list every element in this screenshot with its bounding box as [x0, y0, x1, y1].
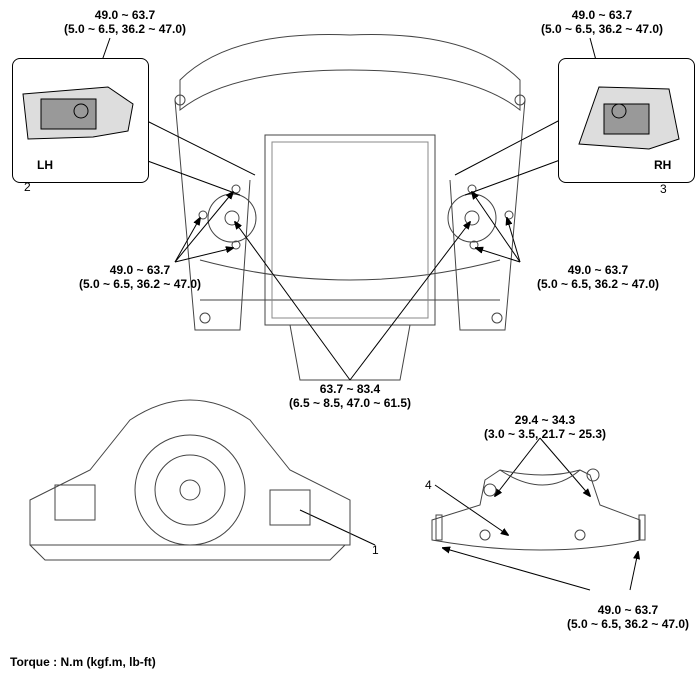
lh-label: LH	[37, 158, 53, 172]
torque-center: 63.7 ~ 83.4(6.5 ~ 8.5, 47.0 ~ 61.5)	[280, 382, 420, 410]
inset-lh: LH	[12, 58, 149, 183]
torque-mid-left: 49.0 ~ 63.7(5.0 ~ 6.5, 36.2 ~ 47.0)	[70, 263, 210, 291]
torque-value-alt: (5.0 ~ 6.5, 36.2 ~ 47.0)	[566, 617, 690, 631]
torque-value: 49.0 ~ 63.7	[567, 263, 629, 277]
callout-4: 4	[425, 478, 432, 492]
torque-value-alt: (3.0 ~ 3.5, 21.7 ~ 25.3)	[483, 427, 607, 441]
torque-value: 63.7 ~ 83.4	[319, 382, 381, 396]
inset-rh: RH	[558, 58, 695, 183]
transmission-bracket-view	[431, 468, 646, 551]
engine-front-view	[29, 399, 351, 561]
torque-top-right: 49.0 ~ 63.7(5.0 ~ 6.5, 36.2 ~ 47.0)	[532, 8, 672, 36]
torque-value: 29.4 ~ 34.3	[514, 413, 576, 427]
callout-2: 2	[24, 180, 31, 194]
torque-top-left: 49.0 ~ 63.7(5.0 ~ 6.5, 36.2 ~ 47.0)	[55, 8, 195, 36]
rh-label: RH	[654, 158, 672, 172]
rh-mount-drawing	[578, 86, 680, 150]
torque-value: 49.0 ~ 63.7	[109, 263, 171, 277]
torque-value-alt: (5.0 ~ 6.5, 36.2 ~ 47.0)	[63, 22, 187, 36]
torque-value: 49.0 ~ 63.7	[597, 603, 659, 617]
lh-mount-drawing	[22, 86, 134, 140]
torque-value: 49.0 ~ 63.7	[94, 8, 156, 22]
torque-unit-footer: Torque : N.m (kgf.m, lb-ft)	[10, 655, 156, 669]
torque-value: 49.0 ~ 63.7	[571, 8, 633, 22]
torque-bottom-right: 49.0 ~ 63.7(5.0 ~ 6.5, 36.2 ~ 47.0)	[558, 603, 698, 631]
callout-3: 3	[660, 182, 667, 196]
torque-value-alt: (5.0 ~ 6.5, 36.2 ~ 47.0)	[540, 22, 664, 36]
torque-value-alt: (5.0 ~ 6.5, 36.2 ~ 47.0)	[78, 277, 202, 291]
torque-value-alt: (6.5 ~ 8.5, 47.0 ~ 61.5)	[288, 396, 412, 410]
torque-value-alt: (5.0 ~ 6.5, 36.2 ~ 47.0)	[536, 277, 660, 291]
subframe-top-view	[174, 34, 526, 381]
callout-1: 1	[372, 543, 379, 557]
torque-mid-right: 49.0 ~ 63.7(5.0 ~ 6.5, 36.2 ~ 47.0)	[528, 263, 668, 291]
torque-bracket: 29.4 ~ 34.3(3.0 ~ 3.5, 21.7 ~ 25.3)	[475, 413, 615, 441]
